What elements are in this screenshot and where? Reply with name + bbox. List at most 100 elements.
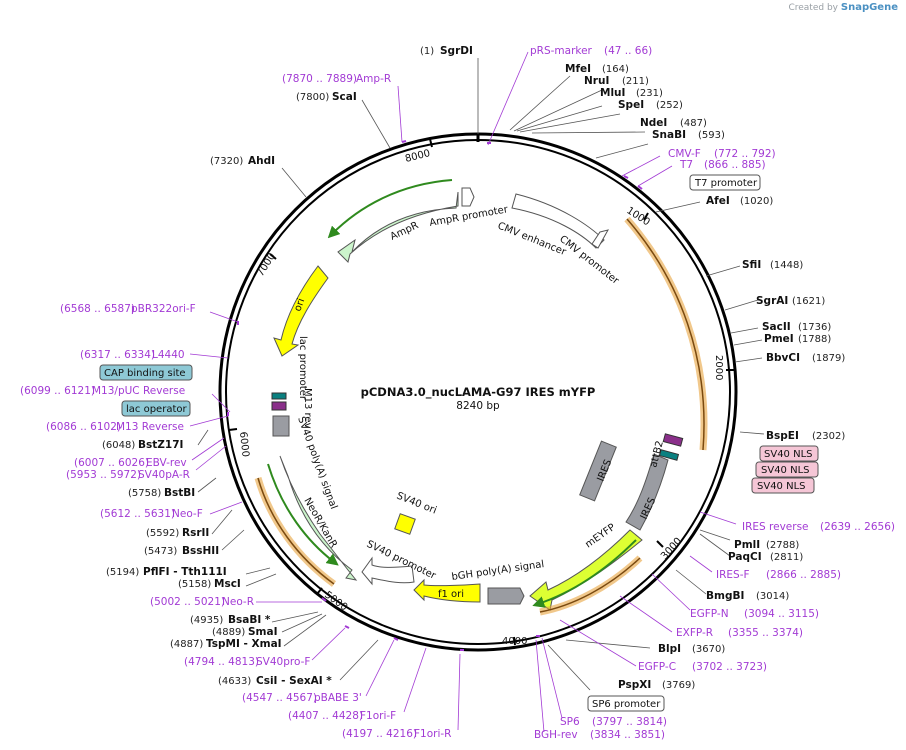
enzyme-pos: (1788)	[798, 334, 831, 345]
tick-2000: 2000	[713, 355, 724, 380]
enzyme-pos: (1879)	[812, 353, 845, 364]
enzyme-pos: (1621)	[792, 296, 825, 307]
enzyme-pos: (5473)	[144, 546, 177, 557]
cap-binding-site-box: CAP binding site	[99, 364, 193, 381]
bgh-polya-arrow	[487, 587, 525, 605]
enzyme-name: BspEI	[766, 430, 799, 442]
enzyme-pos: (1020)	[740, 196, 773, 207]
t7-promoter-label: T7 promoter	[694, 178, 758, 189]
primer-f1ori-f: (4407 .. 4428)F1ori-F	[288, 710, 396, 722]
primer-neo-f: (5612 .. 5631)Neo-F	[100, 508, 203, 520]
enzyme-ahdi: (7320)AhdI	[210, 155, 275, 167]
enzyme-pflfi: (5194)PflFI - Tth111I	[106, 566, 227, 578]
primer-range: (5002 .. 5021)	[150, 596, 225, 608]
enzyme-name: RsrII	[182, 527, 209, 539]
primer-name: EGFP-C	[638, 661, 676, 673]
primer-t7: T7(866 .. 885)	[679, 159, 766, 171]
enzyme-name: TspMI - XmaI	[206, 638, 282, 650]
enzyme-name: PspXI	[618, 679, 651, 691]
enzyme-name: PmlI	[734, 539, 760, 551]
enzyme-nrui: NruI(211)	[584, 75, 649, 87]
enzyme-pspxi: PspXI(3769)	[618, 679, 695, 691]
primer-name: M13 Reverse	[116, 421, 184, 433]
primer-name: F1ori-F	[360, 710, 396, 722]
primer-name: SV40pA-R	[138, 469, 190, 481]
enzyme-bstz17i: (6048)BstZ17I	[102, 439, 183, 451]
enzyme-pos: (231)	[636, 88, 663, 99]
lac-operator-label: lac operator	[126, 404, 187, 415]
primer-range: (3702 .. 3723)	[692, 661, 767, 673]
enzyme-sacii: SacII(1736)	[762, 321, 831, 333]
label-f1-ori: f1 ori	[438, 589, 464, 600]
ampr-arrow	[337, 191, 459, 263]
credit-prefix: Created by	[788, 3, 838, 13]
primer-range: (4547 .. 4567)	[242, 692, 317, 704]
attb2-bar-2	[658, 449, 680, 461]
primer-range: (6086 .. 6102)	[46, 421, 121, 433]
primer-name: SP6	[560, 716, 580, 728]
enzyme-name: BlpI	[658, 643, 681, 655]
enzyme-pos: (487)	[680, 118, 707, 129]
primer-name: pBR322ori-F	[131, 303, 196, 315]
enzyme-name: SpeI	[618, 99, 644, 111]
sv40-nls-box-2: SV40 NLS	[755, 461, 819, 478]
enzyme-name: BstZ17I	[138, 439, 183, 451]
primer-range: (4794 .. 4813)	[184, 656, 259, 668]
primer-pbabe-3: (4547 .. 4567)pBABE 3'	[242, 692, 362, 704]
primer-cmv-f: CMV-F(772 .. 792)	[668, 148, 776, 160]
enzyme-pos: (1736)	[798, 322, 831, 333]
enzyme-snabi: SnaBI(593)	[652, 129, 725, 141]
enzyme-name: SgrDI	[440, 45, 473, 57]
enzyme-spei: SpeI(252)	[618, 99, 683, 111]
enzyme-name: AfeI	[706, 195, 730, 207]
primer-f1ori-r: (4197 .. 4216)F1ori-R	[342, 728, 451, 740]
enzyme-bbvci: BbvCI(1879)	[766, 352, 845, 364]
primer-range: (772 .. 792)	[714, 148, 776, 160]
enzyme-name: NruI	[584, 75, 609, 87]
snapgene-logo: SnapGene	[840, 2, 898, 13]
cap-binding-site-label: CAP binding site	[104, 368, 186, 379]
primer-prs-marker: pRS-marker(47 .. 66)	[530, 45, 652, 57]
tick-4000: 4000	[502, 636, 527, 647]
enzyme-scai: (7800)ScaI	[296, 91, 357, 103]
primer-range: (6007 .. 6026)	[74, 457, 149, 469]
primer-name: F1ori-R	[414, 728, 451, 740]
primer-range: (4197 .. 4216)	[342, 728, 417, 740]
sp6-promoter-label: SP6 promoter	[592, 699, 661, 710]
enzyme-pos: (1)	[420, 46, 434, 57]
enzyme-pos: (5158)	[178, 579, 211, 590]
enzyme-pos: (4633)	[218, 676, 251, 687]
enzyme-ndei: NdeI(487)	[640, 117, 707, 129]
enzyme-mlui: MluI(231)	[600, 87, 663, 99]
primer-range: (6568 .. 6587)	[60, 303, 135, 315]
snapgene-credit: Created by SnapGene	[788, 2, 898, 13]
primer-m13-puc-reverse: (6099 .. 6121)M13/pUC Reverse	[20, 385, 185, 397]
sv40-ori-box	[394, 513, 416, 535]
enzyme-mscI: (5158)MscI	[178, 578, 241, 590]
label-sv40-polya: SV40 poly(A) signal	[295, 415, 339, 511]
t7-promoter-box: T7 promoter	[689, 174, 761, 191]
primer-site-marks	[227, 140, 643, 651]
primer-name: IRES-F	[716, 569, 750, 581]
enzyme-sgrai: SgrAI(1621)	[756, 295, 825, 307]
primer-range: (4407 .. 4428)	[288, 710, 363, 722]
lac-operator-box: lac operator	[121, 400, 191, 417]
enzyme-bspei: BspEI(2302)	[766, 430, 845, 442]
primer-neo-r: (5002 .. 5021)Neo-R	[150, 596, 254, 608]
ires-arrow	[625, 453, 669, 531]
enzyme-pos: (6048)	[102, 440, 135, 451]
enzyme-name: PflFI - Tth111I	[143, 566, 227, 578]
enzyme-name: BmgBI	[706, 590, 744, 602]
primer-name: EBV-rev	[146, 457, 187, 469]
enzyme-pos: (7320)	[210, 156, 243, 167]
enzyme-pos: (3014)	[756, 591, 789, 602]
enzyme-name: SmaI	[248, 626, 278, 638]
ampr-promoter-arrow	[461, 187, 475, 207]
primer-name: M13/pUC Reverse	[92, 385, 185, 397]
enzyme-sgrdi: (1) SgrDI	[420, 45, 473, 57]
enzyme-name: MscI	[214, 578, 241, 590]
sv40-nls-label: SV40 NLS	[764, 449, 813, 460]
primer-leaders	[189, 51, 737, 733]
label-sv40-ori: SV40 ori	[395, 491, 438, 517]
primer-sv40pro-f: (4794 .. 4813)SV40pro-F	[184, 656, 310, 668]
